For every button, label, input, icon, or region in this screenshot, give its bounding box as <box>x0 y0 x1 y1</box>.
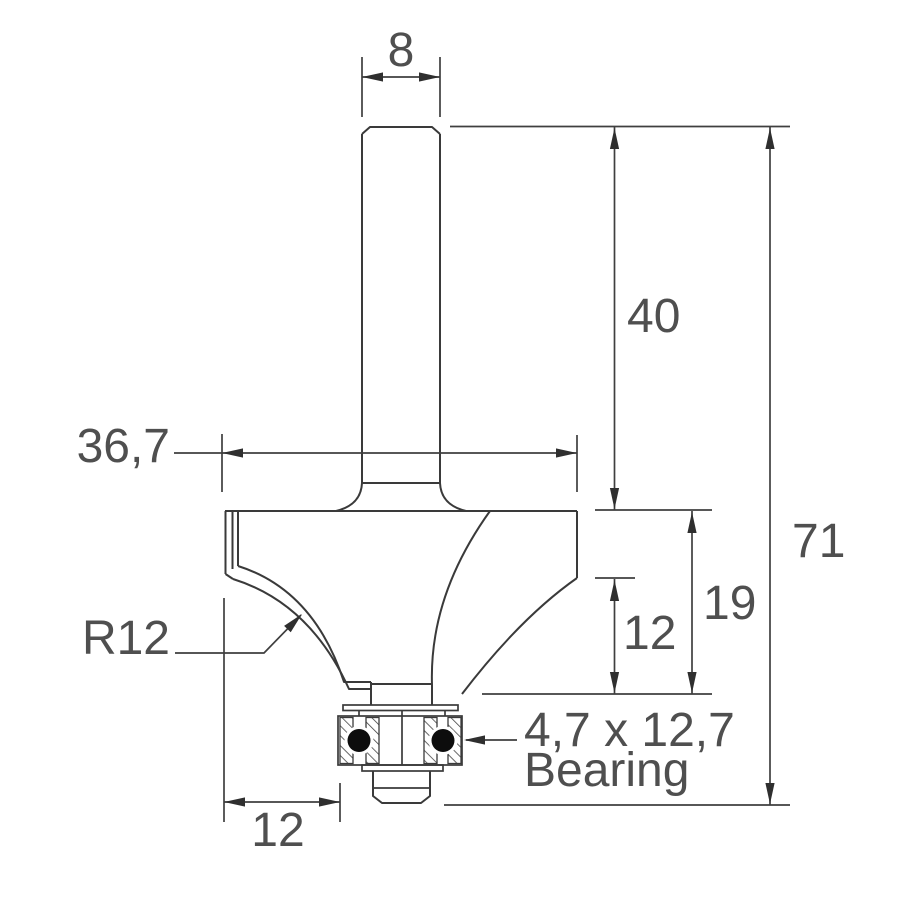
dimension-radius-height: 12 <box>595 577 676 694</box>
dimension-shank-diameter: 8 <box>361 24 441 117</box>
bearing-ball-right <box>431 729 455 752</box>
radius-height-label: 12 <box>623 607 676 660</box>
bearing-callout: 4,7 x 12,7 Bearing <box>464 704 735 797</box>
dimension-cutting-height: 19 <box>482 509 756 695</box>
edge-to-bearing-label: 12 <box>251 804 304 857</box>
bearing-size-label: 4,7 x 12,7 <box>524 704 735 757</box>
overall-length-label: 71 <box>792 515 845 568</box>
cutting-edge-inner-curve <box>237 565 371 683</box>
washer <box>342 704 459 712</box>
cutting-edge-outer-curve <box>232 578 371 690</box>
bearing-flange <box>361 764 444 772</box>
radius-callout: R12 <box>82 610 306 665</box>
cutting-height-label: 19 <box>703 577 756 630</box>
dimension-overall-length: 71 <box>444 127 845 806</box>
retaining-screw <box>372 771 431 804</box>
dimension-shank-length: 40 <box>450 125 790 510</box>
shank-diameter-label: 8 <box>388 24 415 77</box>
cutter-head-outline <box>224 510 578 705</box>
dimension-edge-to-bearing: 12 <box>223 598 341 857</box>
flute-gullet-curve <box>430 510 491 686</box>
shank-length-label: 40 <box>627 290 680 343</box>
bearing-assembly <box>337 704 463 804</box>
cutting-diameter-label: 36,7 <box>77 420 170 473</box>
bearing-word-label: Bearing <box>524 744 689 797</box>
bearing-ball-left <box>347 729 371 752</box>
roundover-profile-curve <box>461 577 578 695</box>
dimension-cutting-diameter: 36,7 <box>77 420 578 492</box>
shank-outline <box>335 126 467 512</box>
radius-label: R12 <box>82 612 170 665</box>
